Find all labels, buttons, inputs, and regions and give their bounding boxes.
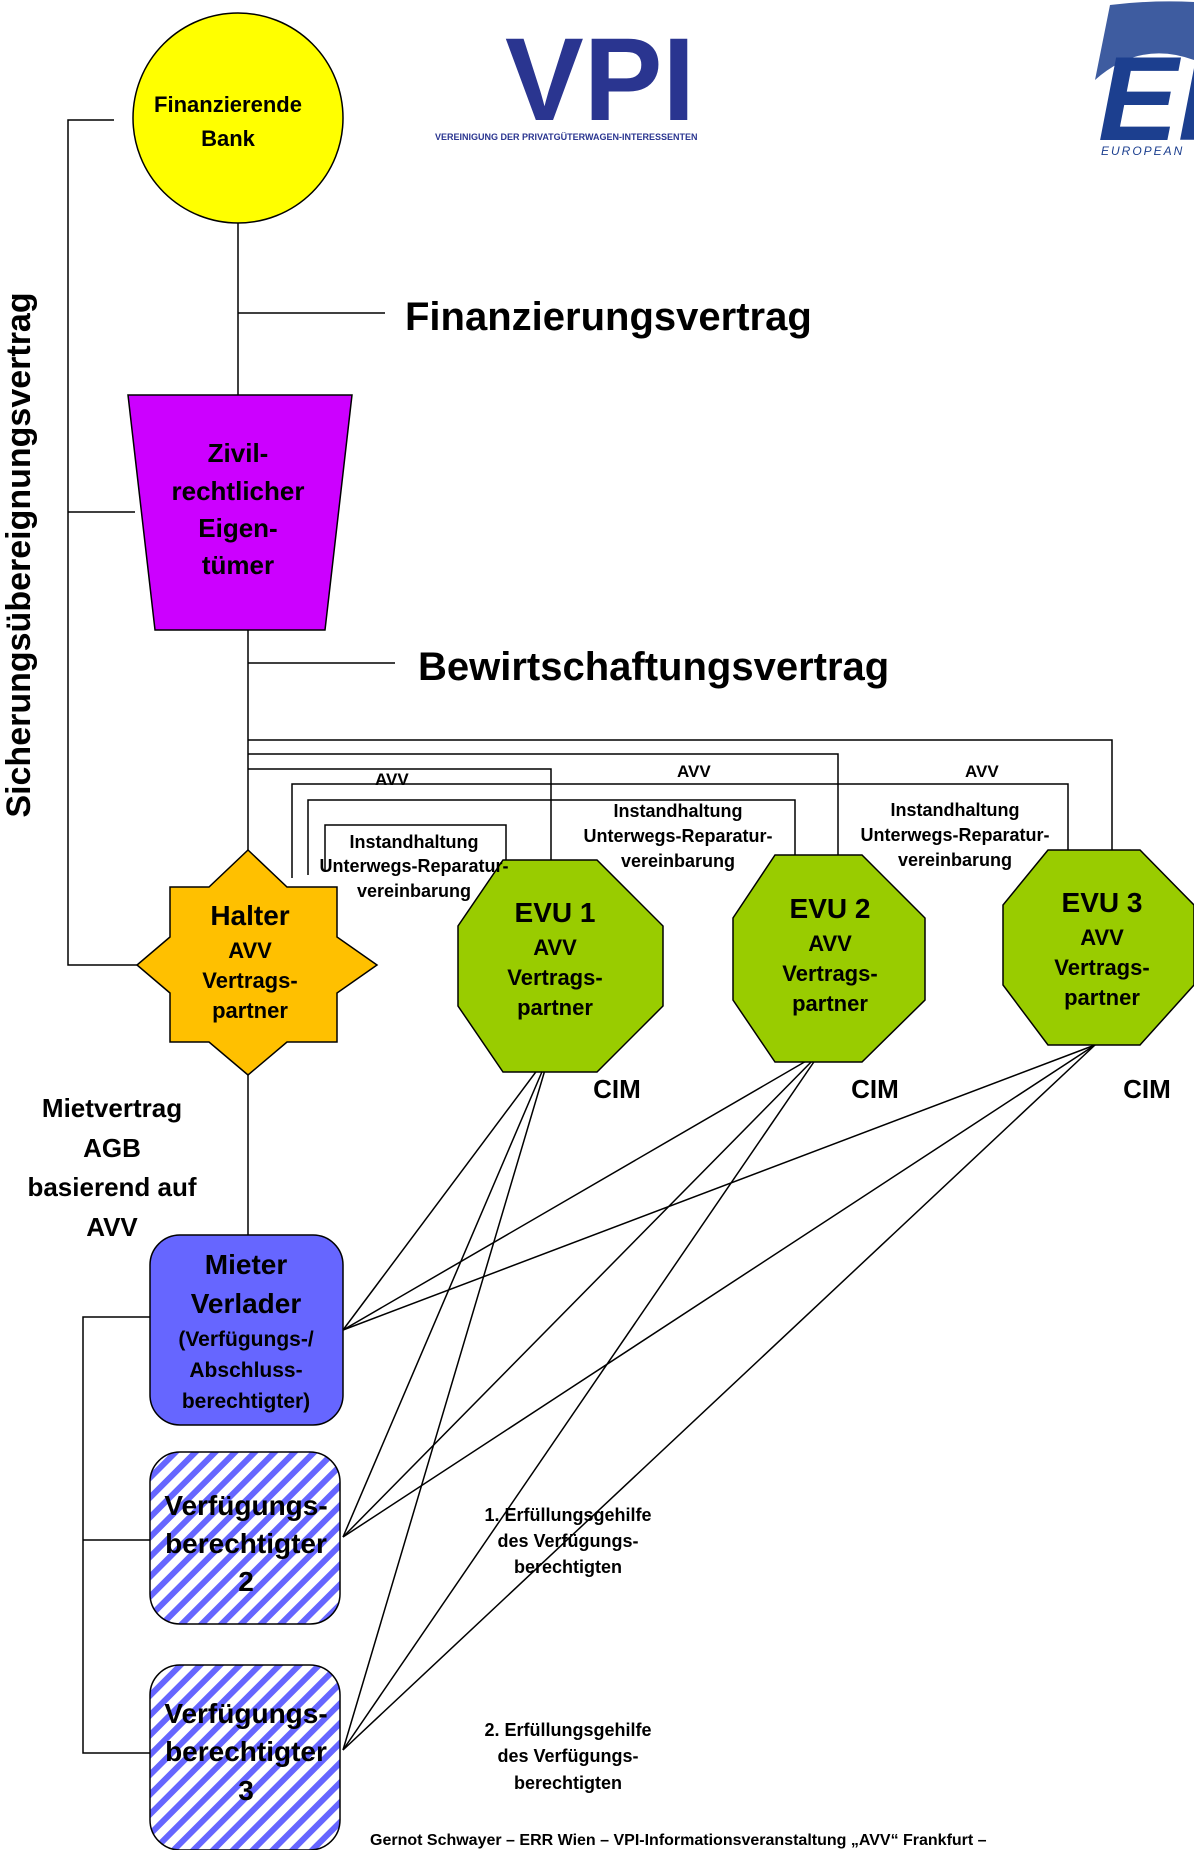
helper-2-line2: des Verfügungs- xyxy=(497,1746,638,1766)
instand-2-line2: Unterwegs-Reparatur- xyxy=(583,826,772,846)
cim-label-3: CIM xyxy=(1123,1074,1171,1104)
owner-label-line3: Eigen- xyxy=(198,513,277,543)
mietvertrag-line2: AGB xyxy=(83,1133,141,1163)
avv-label-1: AVV xyxy=(375,770,409,789)
mietvertrag-line1: Mietvertrag xyxy=(42,1093,182,1123)
mietvertrag-line3: basierend auf xyxy=(27,1172,196,1202)
evu2-label-line3: Vertrags- xyxy=(782,961,877,986)
erfa-logo-text: EF xyxy=(1098,32,1194,166)
evu1-label-line1: EVU 1 xyxy=(515,897,596,928)
instand-3-line2: Unterwegs-Reparatur- xyxy=(860,825,1049,845)
helper-1-line2: des Verfügungs- xyxy=(497,1531,638,1551)
evu3-label-line1: EVU 3 xyxy=(1062,887,1143,918)
evu2-label-line1: EVU 2 xyxy=(790,893,871,924)
evu2-label-line2: AVV xyxy=(808,931,852,956)
instand-2-line1: Instandhaltung xyxy=(614,801,743,821)
vb2-label-line3: 2 xyxy=(238,1566,254,1597)
vb2-label-line1: Verfügungs- xyxy=(164,1490,327,1521)
evu1-label-line4: partner xyxy=(517,995,593,1020)
cim-label-2: CIM xyxy=(851,1074,899,1104)
mieter-label-line2: Verlader xyxy=(191,1288,302,1319)
vpi-logo-text: VPI xyxy=(505,14,695,146)
contract-bewirtschaftung: Bewirtschaftungsvertrag xyxy=(418,645,889,689)
helper-1-line1: 1. Erfüllungsgehilfe xyxy=(484,1505,651,1525)
helper-2-line1: 2. Erfüllungsgehilfe xyxy=(484,1720,651,1740)
vb3-label-line3: 3 xyxy=(238,1775,254,1806)
erfa-logo-subtitle: EUROPEAN xyxy=(1101,144,1184,158)
helper-1-line3: berechtigten xyxy=(514,1557,622,1577)
halter-label-line4: partner xyxy=(212,998,288,1023)
vb3-label-line2: berechtigter xyxy=(165,1736,327,1767)
mieter-label-line1: Mieter xyxy=(205,1249,288,1280)
mieter-label-line5: berechtigter) xyxy=(182,1390,310,1413)
mietvertrag-line4: AVV xyxy=(86,1212,138,1242)
instand-1-line1: Instandhaltung xyxy=(350,832,479,852)
instand-1-line2: Unterwegs-Reparatur- xyxy=(319,856,508,876)
vpi-logo-subtitle: VEREINIGUNG DER PRIVATGÜTERWAGEN-INTERES… xyxy=(435,132,698,142)
vb3-node xyxy=(149,1664,341,1850)
evu3-label-line4: partner xyxy=(1064,985,1140,1010)
instand-2-line3: vereinbarung xyxy=(621,851,735,871)
contract-finanzierung: Finanzierungsvertrag xyxy=(405,295,812,339)
erfa-swoosh-icon xyxy=(1095,1,1194,80)
vpi-logo: VPI VEREINIGUNG DER PRIVATGÜTERWAGEN-INT… xyxy=(435,14,698,146)
evu1-label-line2: AVV xyxy=(533,935,577,960)
erfa-logo: EF EUROPEAN xyxy=(1095,1,1194,166)
mieter-node xyxy=(149,1234,344,1426)
cim-label-1: CIM xyxy=(593,1074,641,1104)
halter-node xyxy=(135,848,379,1076)
avv-label-2: AVV xyxy=(677,762,711,781)
evu3-node xyxy=(1002,849,1194,1046)
vb3-label-line1: Verfügungs- xyxy=(164,1698,327,1729)
connector-lines xyxy=(67,119,1113,1754)
evu2-label-line4: partner xyxy=(792,991,868,1016)
evu1-node xyxy=(457,859,664,1073)
halter-label-line2: AVV xyxy=(228,938,272,963)
bank-label-line2: Bank xyxy=(201,126,256,151)
owner-label-line1: Zivil- xyxy=(208,438,269,468)
evu2-node xyxy=(732,854,926,1063)
footer-text: Gernot Schwayer – ERR Wien – VPI-Informa… xyxy=(370,1832,987,1849)
instand-3-line3: vereinbarung xyxy=(898,850,1012,870)
vb2-label-line2: berechtigter xyxy=(165,1528,327,1559)
mieter-label-line4: Abschluss- xyxy=(189,1359,302,1382)
bank-label-line1: Finanzierende xyxy=(154,92,302,117)
side-label-sicherung: Sicherungsübereignungsvertrag xyxy=(0,292,38,817)
vb2-node xyxy=(149,1451,341,1625)
mieter-label-line3: (Verfügungs-/ xyxy=(178,1328,313,1351)
instand-3-line1: Instandhaltung xyxy=(891,800,1020,820)
instand-1-line3: vereinbarung xyxy=(357,881,471,901)
halter-label-line1: Halter xyxy=(210,900,289,931)
owner-node xyxy=(127,394,353,631)
avv-label-3: AVV xyxy=(965,762,999,781)
helper-2-line3: berechtigten xyxy=(514,1773,622,1793)
evu3-label-line3: Vertrags- xyxy=(1054,955,1149,980)
evu3-label-line2: AVV xyxy=(1080,925,1124,950)
bank-node xyxy=(132,12,344,224)
owner-label-line4: tümer xyxy=(202,550,274,580)
owner-label-line2: rechtlicher xyxy=(172,476,305,506)
halter-label-line3: Vertrags- xyxy=(202,968,297,993)
evu1-label-line3: Vertrags- xyxy=(507,965,602,990)
